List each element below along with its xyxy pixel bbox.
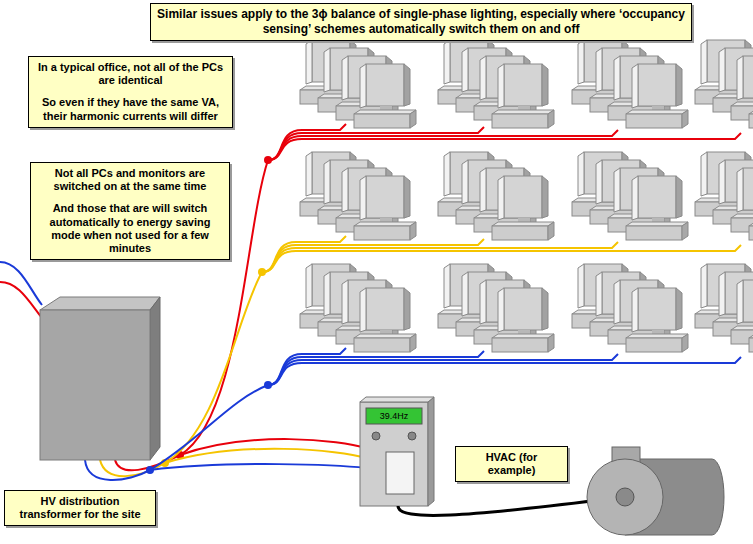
motor-end-face: [587, 459, 663, 535]
drive-side: [428, 397, 434, 506]
drive-body: [360, 402, 428, 506]
pc-icon: [731, 280, 753, 344]
phase-wire: [150, 464, 366, 470]
equipment-label: HVAC (for example): [455, 446, 568, 482]
pc-supply-wire: [268, 351, 484, 385]
transformer-body: [40, 310, 150, 460]
junction-dot: [146, 466, 154, 474]
drive-knob: [408, 432, 416, 440]
pc-icon: [626, 288, 688, 352]
box-text: Not all PCs and monitors are switched on…: [36, 167, 224, 193]
box-text: So even if they have the same VA, their …: [34, 96, 227, 122]
junction-dot: [258, 268, 266, 276]
hv-input-wire: [0, 282, 42, 318]
motor-shaft: [616, 488, 634, 506]
display-readout: 39.4Hz: [366, 410, 422, 422]
box-text: HV distribution transformer for the site: [10, 495, 150, 521]
pc-icon: [626, 64, 688, 128]
transformer-side: [150, 297, 160, 460]
callout-box: Not all PCs and monitors are switched on…: [30, 162, 230, 260]
transformer-top: [40, 297, 160, 310]
pc-icon: [749, 176, 753, 240]
callout-box: In a typical office, not all of the PCs …: [28, 56, 233, 128]
title-box: Similar issues apply to the 3ϕ balance o…: [150, 3, 692, 41]
box-text: And those that are will switch automatic…: [36, 202, 224, 255]
pc-icon: [492, 64, 554, 128]
pc-icon: [731, 168, 753, 232]
drive-knob: [372, 432, 380, 440]
pc-icon: [492, 176, 554, 240]
pc-icon: [749, 64, 753, 128]
pc-icon: [354, 288, 416, 352]
phase-wire: [165, 449, 366, 463]
pc-supply-wire: [268, 354, 618, 385]
pc-icon: [354, 176, 416, 240]
drive-top: [360, 397, 434, 402]
pc-supply-wire: [268, 357, 741, 385]
phase-wire: [100, 460, 165, 476]
equipment-label: HV distribution transformer for the site: [4, 490, 156, 526]
pc-icon: [626, 176, 688, 240]
motor-cable: [398, 500, 600, 515]
junction-dot: [264, 156, 272, 164]
drive-panel: [386, 452, 414, 494]
pc-icon: [354, 64, 416, 128]
box-text: In a typical office, not all of the PCs …: [34, 61, 227, 87]
junction-dot: [264, 381, 272, 389]
drive-display: [366, 408, 422, 424]
pc-icon: [749, 288, 753, 352]
pc-groups: [300, 40, 753, 352]
pc-icon: [492, 288, 554, 352]
pc-icon: [731, 56, 753, 120]
box-text: HVAC (for example): [461, 451, 562, 477]
phase-wire: [85, 460, 150, 480]
phase-wire: [150, 385, 268, 470]
phase-wire: [165, 272, 262, 463]
